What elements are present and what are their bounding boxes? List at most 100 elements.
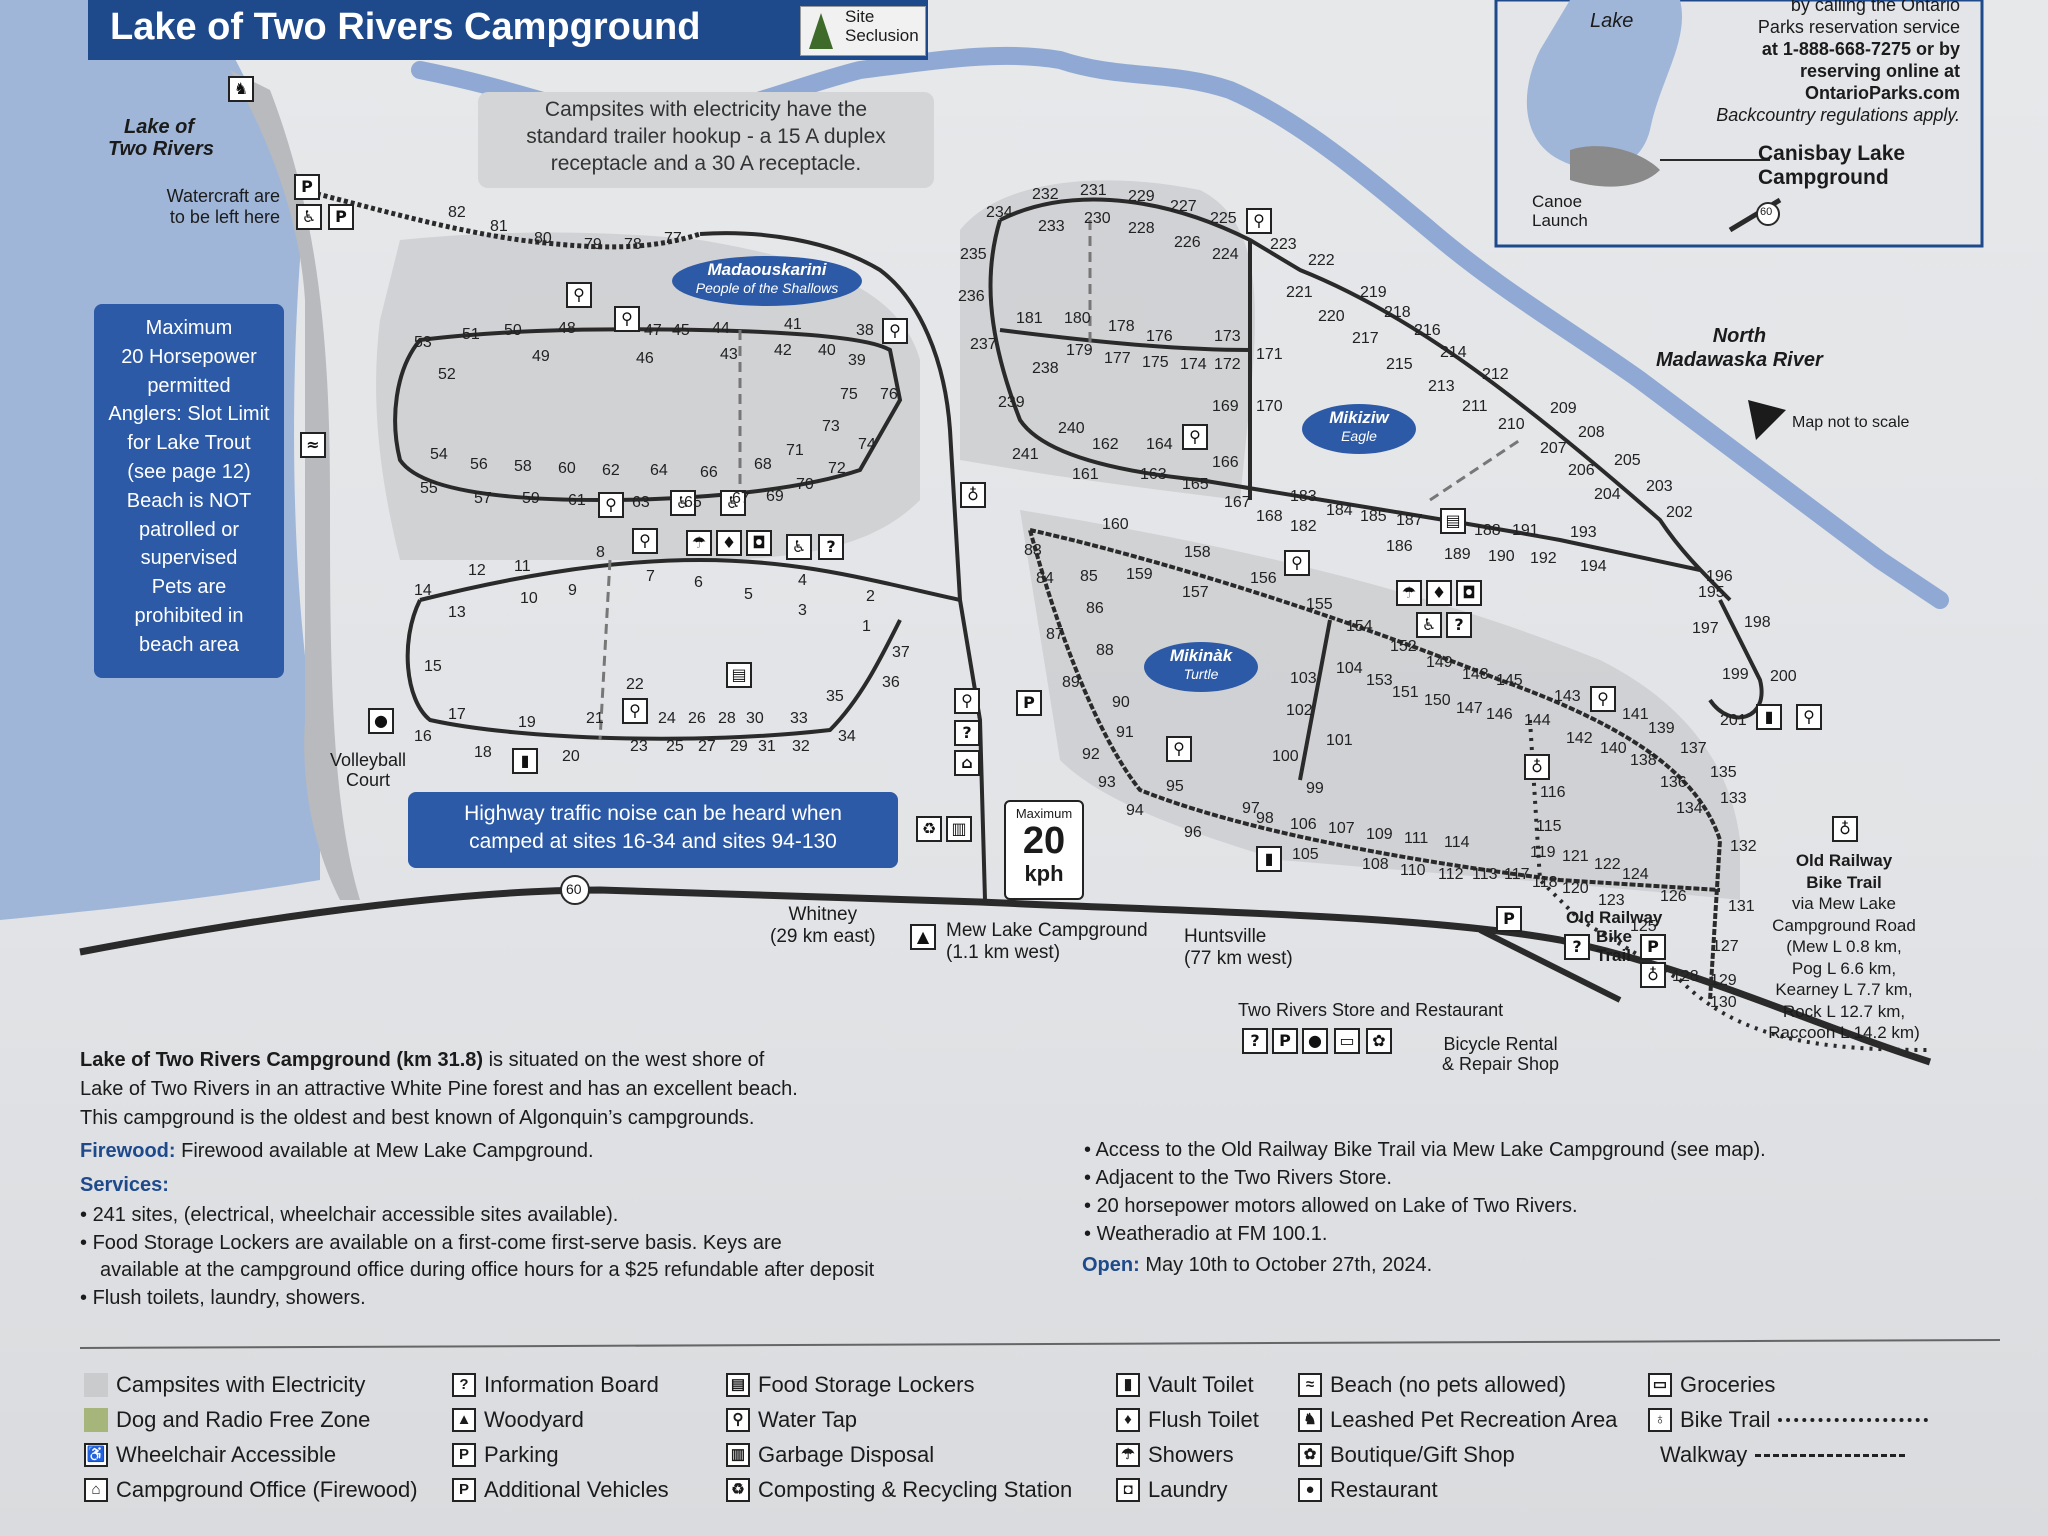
campsite-number: 50 xyxy=(504,322,522,339)
flush-toilet-icon: ♦ xyxy=(716,530,742,556)
legend-swatch-icon: ● xyxy=(1298,1478,1322,1502)
campsite-number: 68 xyxy=(754,456,772,473)
campsite-number: 142 xyxy=(1566,730,1593,747)
campsite-number: 97 xyxy=(1242,800,1260,817)
legend-swatch-icon: ▥ xyxy=(726,1443,750,1467)
campsite-number: 221 xyxy=(1286,284,1313,301)
services-heading: Services: xyxy=(80,1174,169,1196)
legend-label: Information Board xyxy=(484,1372,659,1397)
map-scale-note: Map not to scale xyxy=(1792,414,1910,431)
campsite-number: 99 xyxy=(1306,780,1324,797)
highway-60 xyxy=(79,886,1932,1066)
campsite-number: 135 xyxy=(1710,764,1737,781)
campsite-number: 83 xyxy=(1024,542,1042,559)
campsite-number: 229 xyxy=(1128,188,1155,205)
campsite-number: 28 xyxy=(718,710,736,727)
campsite-number: 109 xyxy=(1366,826,1393,843)
water-tap-icon: ⚲ xyxy=(1182,424,1208,450)
campsite-number: 71 xyxy=(786,442,804,459)
walkway-line xyxy=(1755,1453,1906,1457)
inset-campground xyxy=(1570,146,1660,187)
campsite-number: 119 xyxy=(1530,844,1556,861)
campsite-number: 11 xyxy=(514,558,531,575)
showers-icon: ☂ xyxy=(686,530,712,556)
campsite-number: 203 xyxy=(1646,478,1673,495)
water-tap-icon: ⚲ xyxy=(954,688,980,714)
campsite-number: 60 xyxy=(558,460,576,477)
legend-item: ▥Garbage Disposal xyxy=(726,1442,934,1468)
campsite-number: 100 xyxy=(1272,748,1299,765)
campsite-number: 175 xyxy=(1142,354,1169,371)
campsite-number: 47 xyxy=(644,322,662,339)
water-tap-icon: ⚲ xyxy=(1284,550,1310,576)
campsite-number: 126 xyxy=(1660,888,1687,905)
campsite-number: 169 xyxy=(1212,398,1239,415)
campsite-number: 54 xyxy=(430,446,448,463)
legend-item: ≈Beach (no pets allowed) xyxy=(1298,1372,1566,1398)
campsite-number: 111 xyxy=(1404,830,1429,847)
legend-item: Walkway xyxy=(1648,1442,1906,1468)
water-tap-icon: ⚲ xyxy=(1590,686,1616,712)
loop-east-branch xyxy=(1298,599,1764,781)
campsite-number: 38 xyxy=(856,322,874,339)
campsite-number: 70 xyxy=(796,476,814,493)
campsite-number: 201 xyxy=(1720,712,1747,729)
gift-shop-icon: ✿ xyxy=(1366,1028,1392,1054)
store-label: Two Rivers Store and Restaurant xyxy=(1238,1000,1504,1020)
campsite-number: 104 xyxy=(1336,660,1363,677)
water-tap-icon: ⚲ xyxy=(632,528,658,554)
services-list: • 241 sites, (electrical, wheelchair acc… xyxy=(80,1204,875,1309)
water-tap-icon: ⚲ xyxy=(1166,736,1192,762)
campsite-number: 57 xyxy=(474,490,492,507)
campsite-number: 200 xyxy=(1770,668,1797,685)
campsite-number: 204 xyxy=(1594,486,1621,503)
wheelchair-icon: ♿ xyxy=(670,490,696,516)
campsite-number: 132 xyxy=(1730,838,1757,855)
campsite-number: 154 xyxy=(1346,618,1373,635)
campsite-number: 72 xyxy=(828,460,846,477)
campsite-number: 228 xyxy=(1128,220,1155,237)
electric-zone-west xyxy=(376,232,920,560)
campsite-number: 41 xyxy=(784,316,802,333)
campsite-number: 8 xyxy=(596,544,605,561)
electric-zone-east xyxy=(1020,510,1740,900)
legend-item: Dog and Radio Free Zone xyxy=(84,1407,370,1433)
campsite-number: 122 xyxy=(1594,856,1621,873)
campsite-number: 188 xyxy=(1474,522,1501,539)
campsite-number: 78 xyxy=(624,236,642,253)
campsite-number: 18 xyxy=(474,744,492,761)
information-icon: ? xyxy=(818,534,844,560)
information-icon: ? xyxy=(1242,1028,1268,1054)
legend-label: Beach (no pets allowed) xyxy=(1330,1372,1567,1397)
leashed-pet-icon: ♞ xyxy=(228,76,254,102)
legend-item: ▮Vault Toilet xyxy=(1116,1372,1254,1398)
garbage-icon: ▥ xyxy=(946,816,972,842)
bike-trail-icon: ♁ xyxy=(1832,816,1858,842)
bike-trail-icon: ♁ xyxy=(1524,754,1550,780)
legend-label: Groceries xyxy=(1680,1372,1776,1397)
water-tap-icon: ⚲ xyxy=(566,282,592,308)
campsite-number: 53 xyxy=(414,334,432,351)
campsite-number: 63 xyxy=(632,494,650,511)
campsite-number: 167 xyxy=(1224,494,1251,511)
campsite-number: 240 xyxy=(1058,420,1085,437)
campsite-number: 17 xyxy=(448,706,466,723)
flush-toilet-icon: ♦ xyxy=(1426,580,1452,606)
campsite-number: 178 xyxy=(1108,318,1135,335)
laundry-icon: ◘ xyxy=(746,530,772,556)
legend-swatch-icon: ? xyxy=(452,1373,476,1397)
campsite-number: 177 xyxy=(1104,350,1131,367)
campsite-number: 184 xyxy=(1326,502,1353,519)
campsite-number: 151 xyxy=(1392,684,1419,701)
wheelchair-icon: ♿ xyxy=(296,204,322,230)
campsite-number: 87 xyxy=(1046,626,1064,643)
wheelchair-icon: ♿ xyxy=(720,490,746,516)
campsite-number: 212 xyxy=(1482,366,1509,383)
campsite-number: 93 xyxy=(1098,774,1116,791)
campsite-number: 192 xyxy=(1530,550,1557,567)
